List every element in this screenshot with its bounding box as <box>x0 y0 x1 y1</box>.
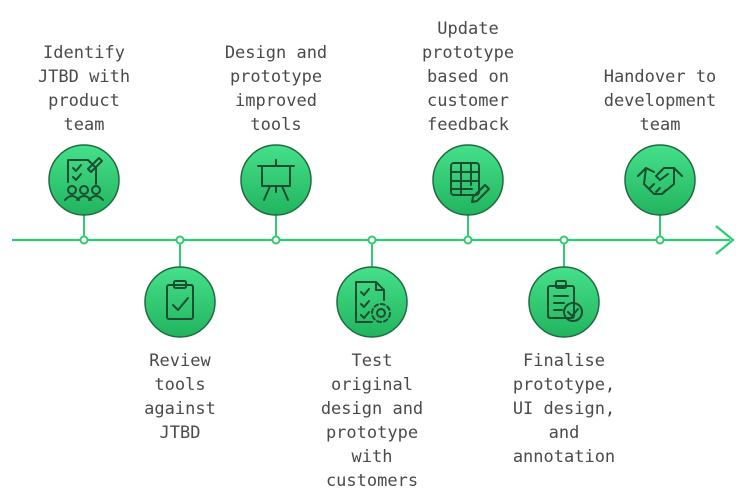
step-label: Review tools against JTBD <box>144 351 216 443</box>
step-label: Test original design and prototype with … <box>320 351 424 491</box>
clipboard-check-icon <box>166 280 194 320</box>
timeline-dot <box>463 235 473 245</box>
step-label: Update prototype based on customer feedb… <box>421 19 515 135</box>
step-label: Handover to development team <box>603 67 717 135</box>
document-gear-icon <box>355 281 391 323</box>
step-node <box>336 266 408 338</box>
timeline-dot <box>559 235 569 245</box>
timeline-dot <box>271 235 281 245</box>
step-node <box>432 144 504 216</box>
step-node <box>240 144 312 216</box>
step-circle <box>336 266 408 338</box>
step-node <box>624 144 696 216</box>
step-circle <box>240 144 312 216</box>
step-circle <box>144 266 216 338</box>
timeline-arrowhead <box>715 225 735 255</box>
clipboard-approved-icon <box>547 280 583 322</box>
step-label: Finalise prototype, UI design, and annot… <box>512 351 616 467</box>
handshake-icon <box>637 167 683 195</box>
step-node <box>48 144 120 216</box>
timeline-dot <box>655 235 665 245</box>
timeline-dot <box>79 235 89 245</box>
step-node <box>144 266 216 338</box>
step-label: Identify JTBD with product team <box>37 43 131 135</box>
timeline-dot <box>367 235 377 245</box>
easel-icon <box>257 159 295 201</box>
timeline-dot <box>175 235 185 245</box>
checklist-team-icon <box>64 157 104 201</box>
table-edit-icon <box>450 162 490 203</box>
step-circle <box>48 144 120 216</box>
step-label: Design and prototype improved tools <box>224 43 328 135</box>
step-node <box>528 266 600 338</box>
